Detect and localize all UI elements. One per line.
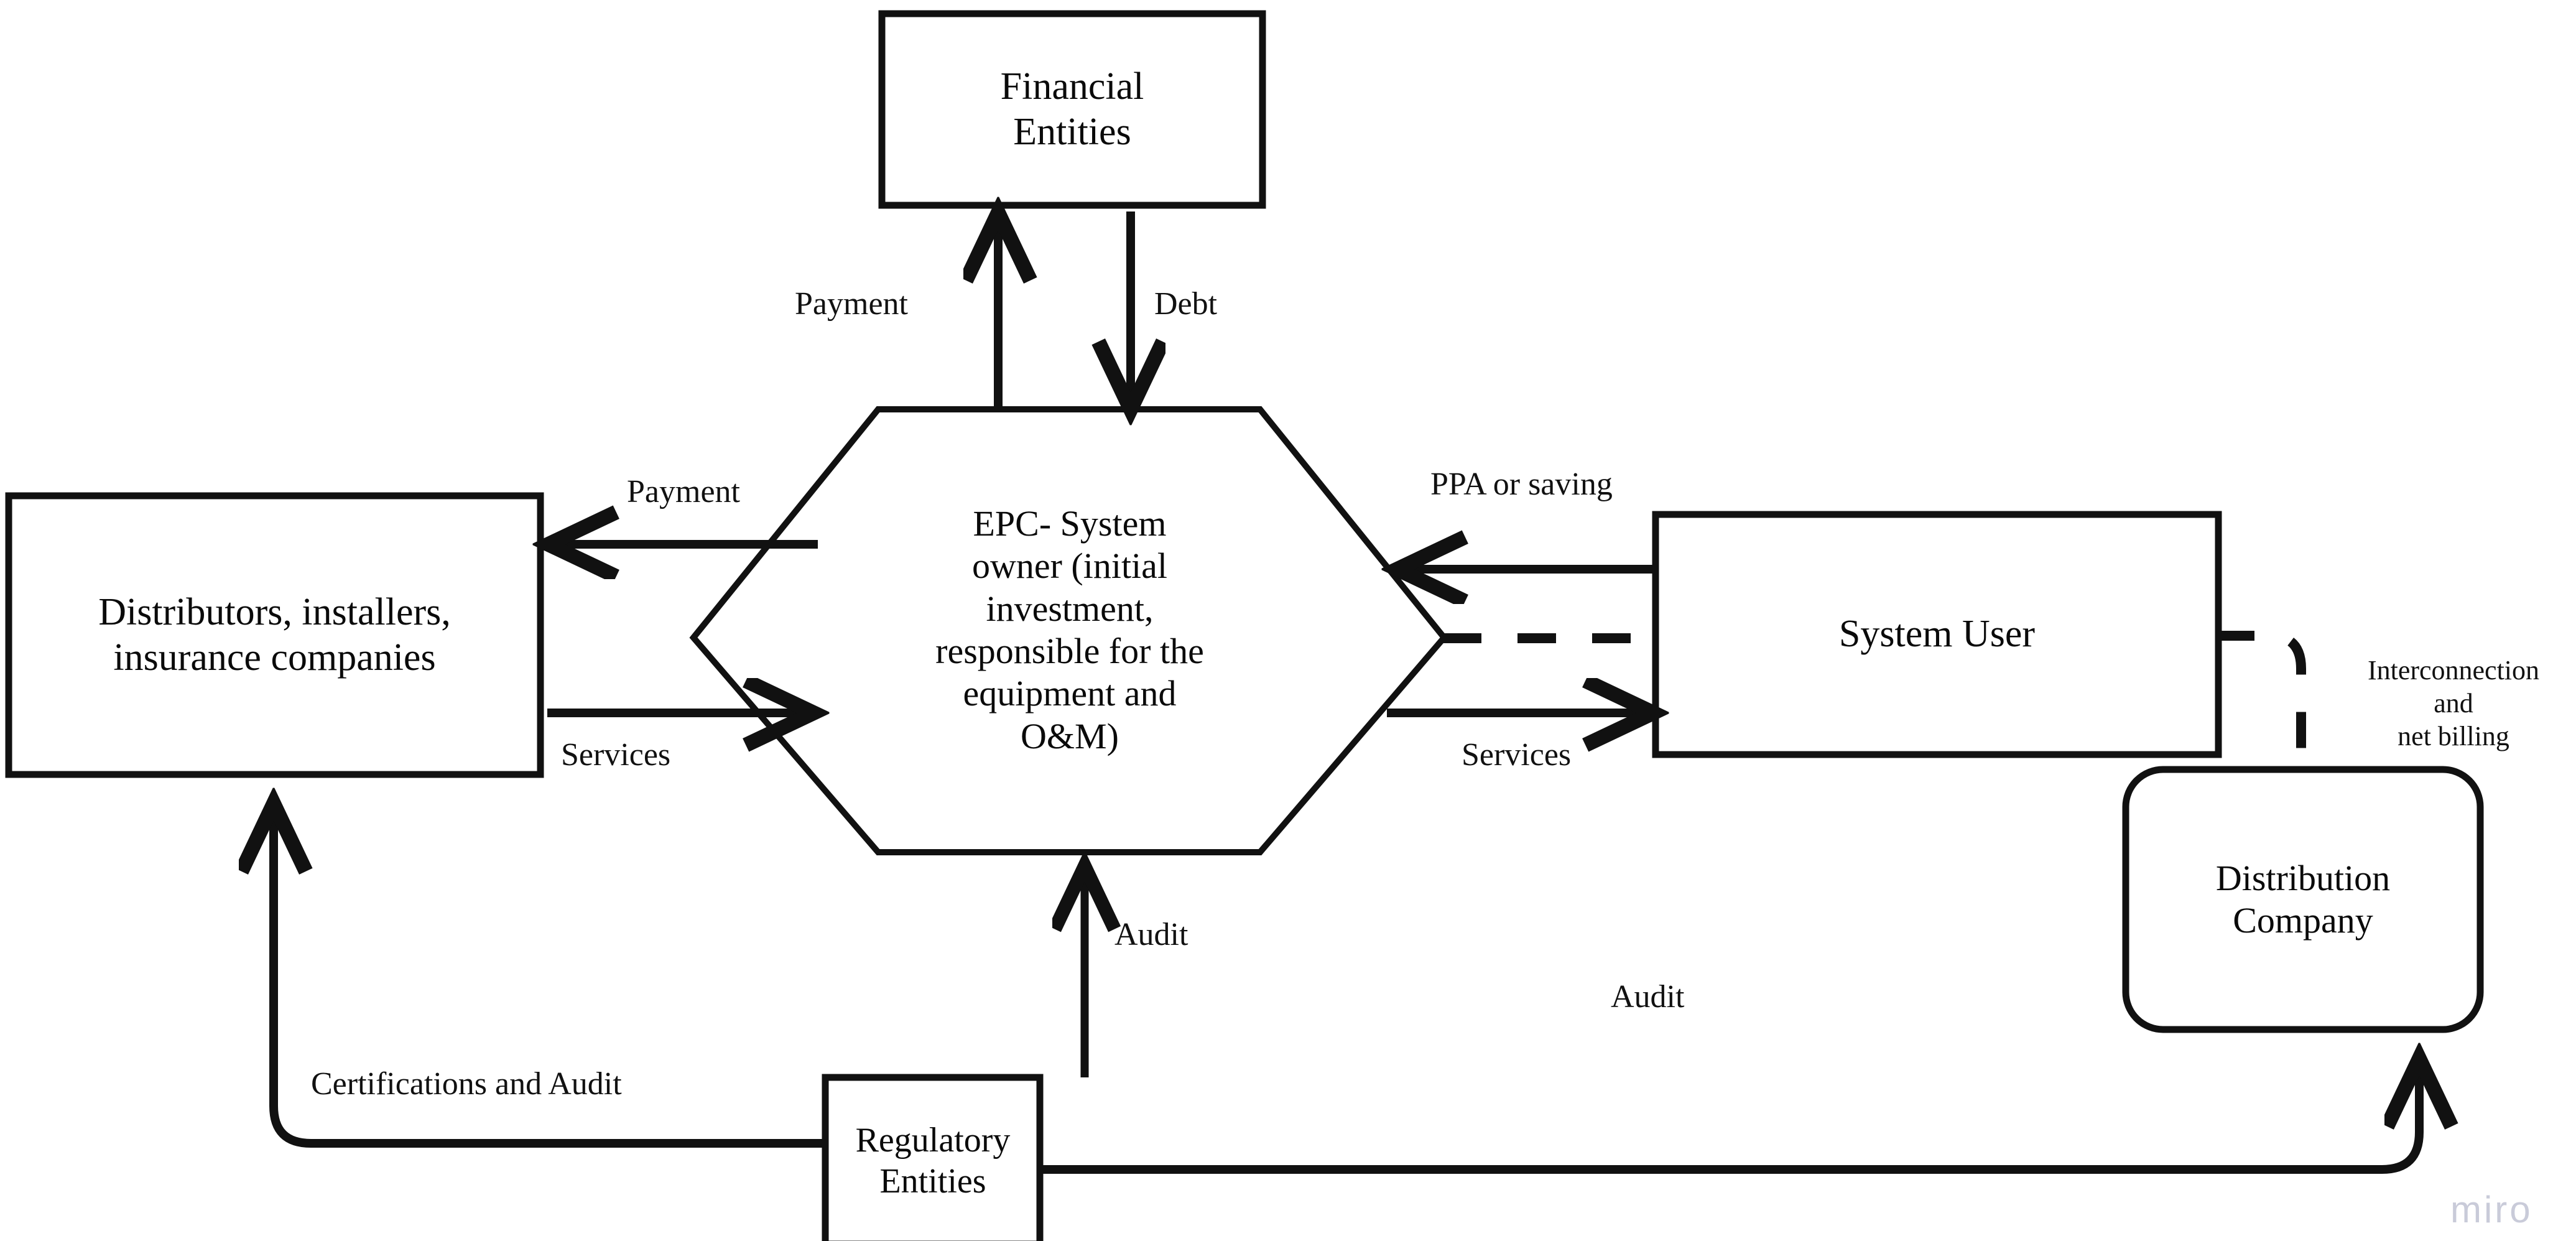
edge-label-audit-to-distribution: Audit bbox=[1611, 979, 1685, 1015]
edge-label-debt-to-epc: Debt bbox=[1154, 286, 1218, 322]
edge-label-audit-to-epc: Audit bbox=[1114, 917, 1188, 952]
edge-label-interconnection-net-billing: Interconnection and net billing bbox=[2367, 655, 2540, 751]
edge-label-services-from-distributors: Services bbox=[561, 737, 671, 773]
node-distribution-company[interactable] bbox=[2122, 766, 2484, 1033]
edge-label-services-to-system-user: Services bbox=[1462, 737, 1572, 773]
edge-audit-to-distribution bbox=[1040, 1064, 2419, 1174]
edge-label-payment-to-distributors: Payment bbox=[627, 474, 740, 509]
edge-interconnection-net-billing bbox=[2218, 631, 2306, 769]
node-system-user[interactable] bbox=[1652, 511, 2222, 758]
node-distributors[interactable] bbox=[5, 492, 544, 778]
node-regulatory-entities[interactable] bbox=[822, 1074, 1044, 1241]
node-financial-entities[interactable] bbox=[878, 10, 1266, 209]
miro-watermark: miro bbox=[2450, 1189, 2533, 1230]
edge-label-payment-to-financial: Payment bbox=[795, 286, 908, 322]
edge-certifications-and-audit bbox=[274, 809, 825, 1148]
edge-label-ppa-or-saving: PPA or saving bbox=[1430, 467, 1613, 502]
edge-label-certifications-and-audit: Certifications and Audit bbox=[311, 1066, 622, 1102]
